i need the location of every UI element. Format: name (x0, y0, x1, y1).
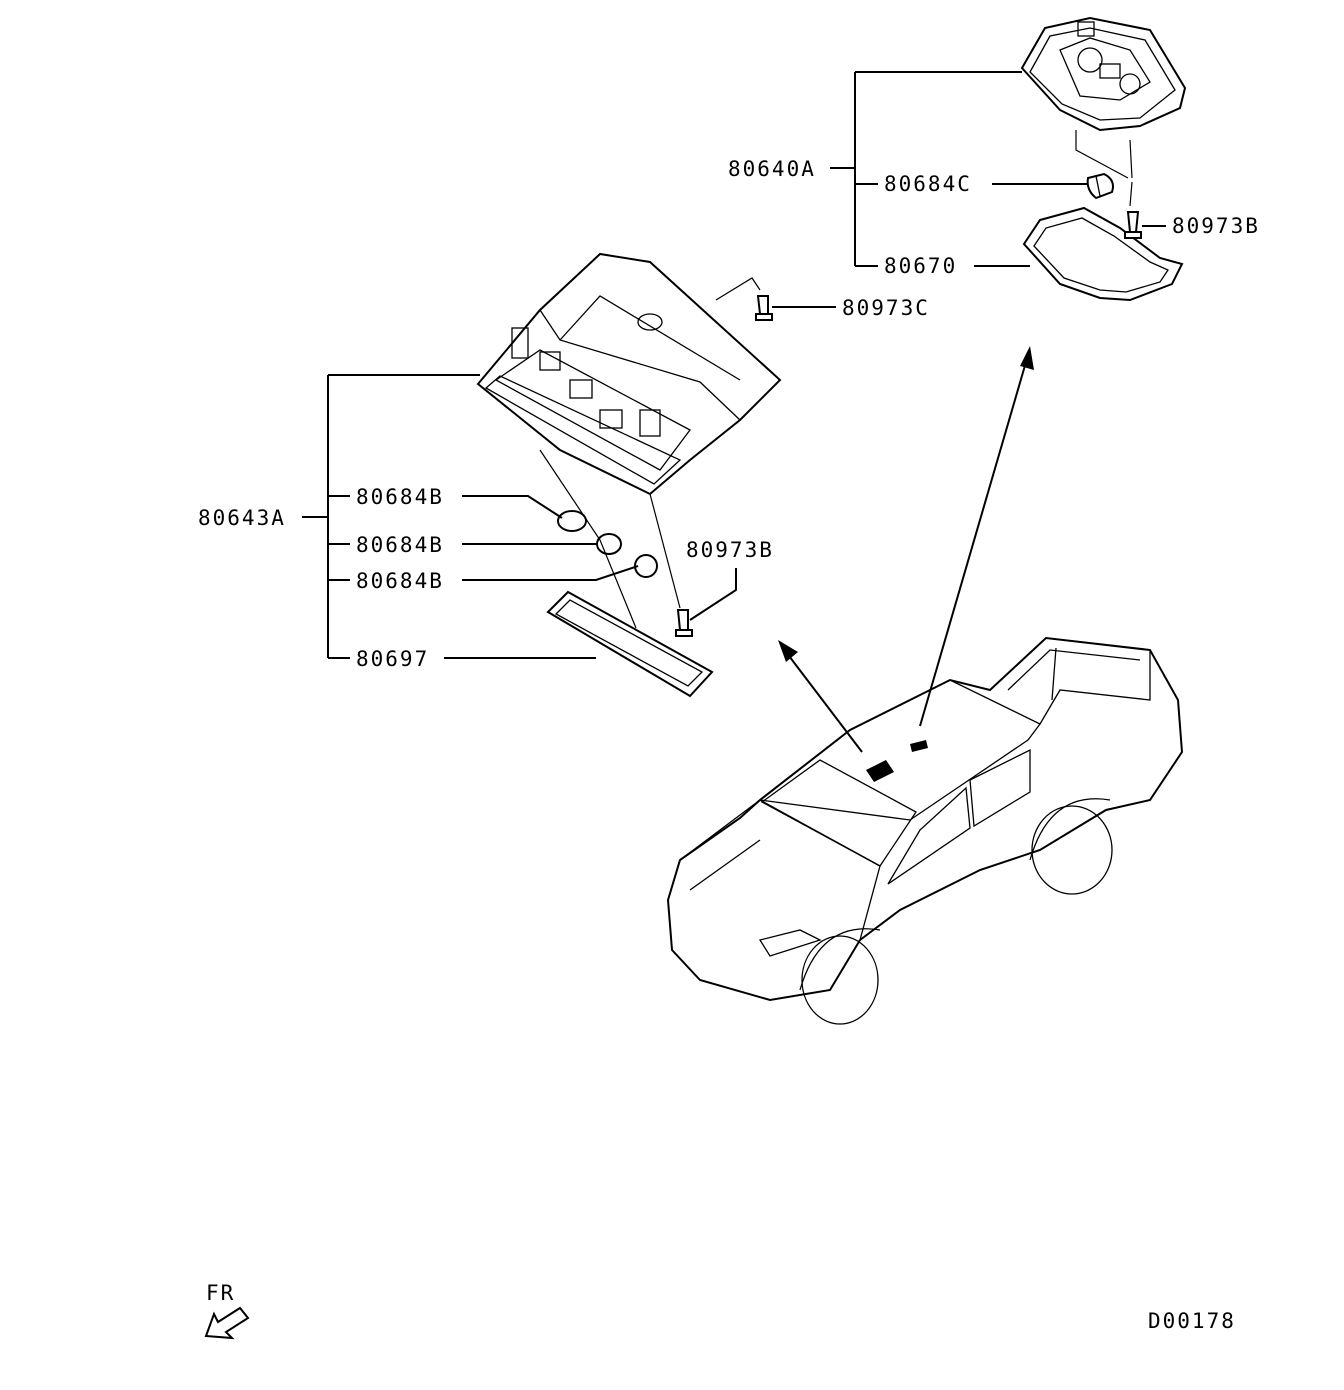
upper-bulb (1086, 172, 1114, 200)
label-80684b-3: 80684B (356, 569, 444, 593)
label-80643a: 80643A (198, 506, 286, 530)
diagram-code: D00178 (1148, 1309, 1236, 1333)
label-80640a: 80640A (728, 157, 816, 181)
label-80973c: 80973C (842, 296, 930, 320)
label-80670: 80670 (884, 254, 957, 278)
upper-screw (1124, 211, 1142, 239)
front-direction-arrow-icon (204, 1306, 250, 1340)
direction-label: FR (206, 1281, 235, 1305)
pickup-truck-outline (666, 636, 1184, 1025)
upper-lens (1022, 206, 1184, 302)
location-arrows (778, 346, 1034, 753)
lower-lens (546, 590, 714, 698)
label-80973b-upper: 80973B (1172, 214, 1260, 238)
label-80973b-lower: 80973B (686, 538, 774, 562)
label-80684b-2: 80684B (356, 533, 444, 557)
label-80684c: 80684C (884, 172, 972, 196)
lower-screw-bottom (675, 609, 693, 637)
upper-dashed-guides (1075, 130, 1133, 207)
lower-callout-lines (302, 306, 836, 659)
lower-dashed-guides (539, 277, 761, 629)
upper-callout-lines (830, 71, 1166, 267)
lower-screw-top (755, 295, 773, 321)
label-80697: 80697 (356, 647, 429, 671)
label-80684b-1: 80684B (356, 485, 444, 509)
upper-lamp-housing (1020, 16, 1187, 132)
lower-lamp-housing (476, 252, 782, 496)
